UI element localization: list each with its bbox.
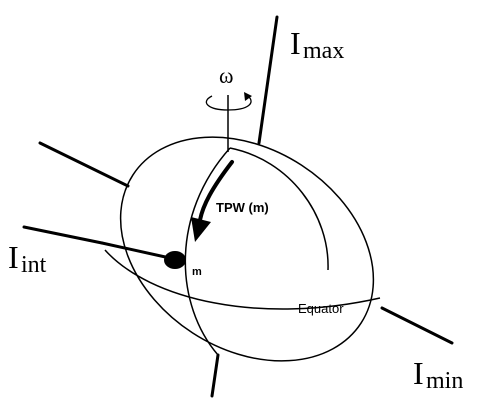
back-meridian-curve [229,147,329,271]
equator-label: Equator [298,301,344,316]
tpw-label: TPW (m) [216,200,269,215]
equator-curve [104,249,381,310]
ellipsoid [104,136,381,362]
i-int-sub: int [21,252,47,278]
i-min-label: I min [413,355,463,394]
rotation-arrowhead-icon [244,92,252,101]
ellipsoid-outline [119,136,375,362]
i-int-label: I int [8,239,47,278]
mass-point [164,251,186,269]
omega-label: ω [219,63,233,88]
axis-int-line-outer [22,225,104,245]
principal-axes [22,15,454,398]
i-min-base: I [413,355,424,391]
rotation-arrow-icon [205,95,252,111]
i-max-base: I [290,25,301,61]
axis-max-line [257,15,279,145]
tpw-arrow-shaft [198,160,234,222]
meridian-curve [184,147,231,356]
axis-aux-line [38,141,130,188]
axis-bottom-line [210,353,220,398]
rotation-axis [205,92,252,152]
i-max-label: I max [290,25,344,64]
tpw-arrow [191,160,234,242]
tpw-arrowhead-icon [191,217,211,242]
axis-int-line-inner [100,241,172,260]
i-max-sub: max [303,38,344,64]
mass-label: m [192,266,202,278]
i-int-base: I [8,239,19,275]
i-min-sub: min [426,368,463,394]
axis-min-line [380,306,454,345]
